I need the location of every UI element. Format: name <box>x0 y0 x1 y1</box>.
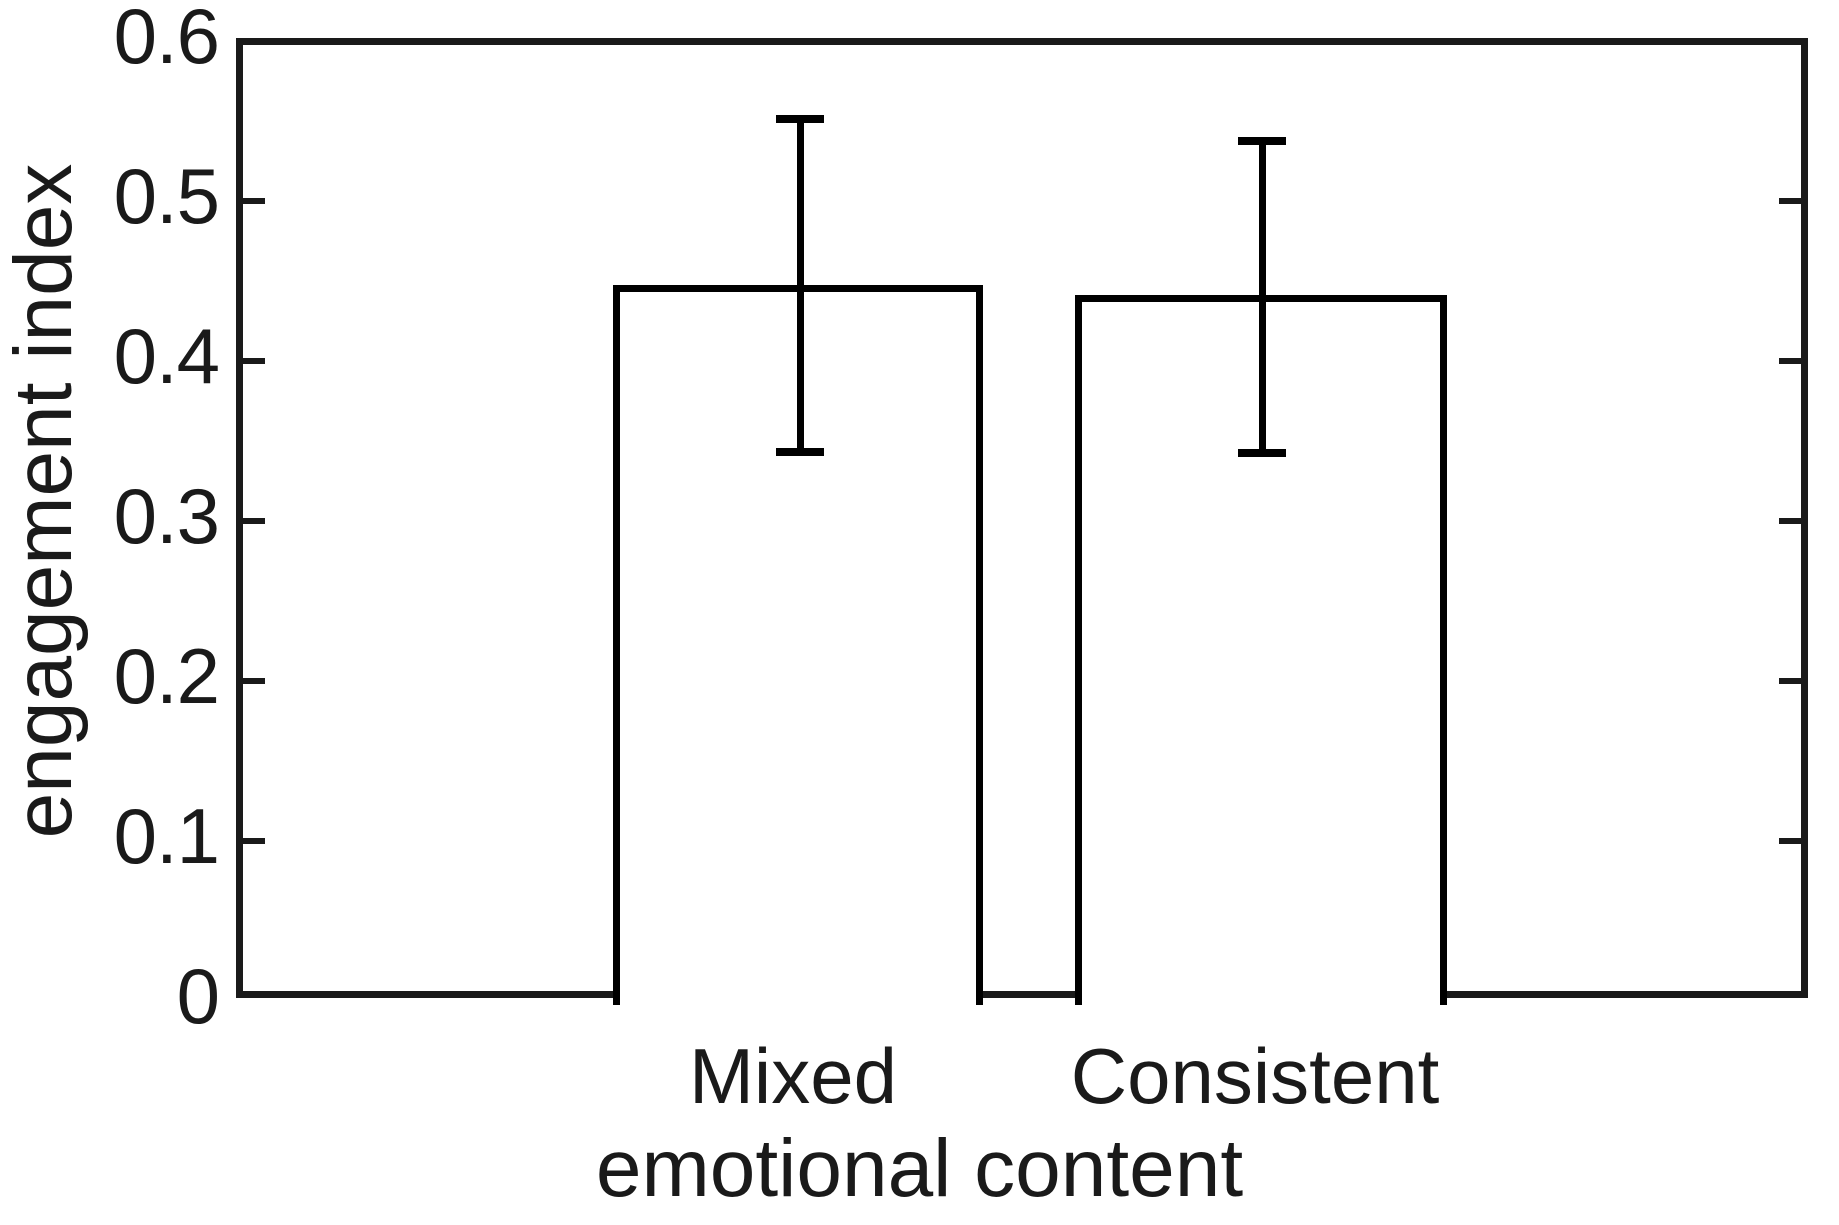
x-category-label-mixed: Mixed <box>688 1032 898 1120</box>
y-tick-mark-0.5-right <box>1779 198 1801 204</box>
y-tick-mark-0.4-left <box>243 358 265 364</box>
y-tick-mark-0.5-left <box>243 198 265 204</box>
y-tick-label-0.2: 0.2 <box>113 632 220 720</box>
y-tick-mark-0.2-right <box>1779 678 1801 684</box>
y-tick-mark-0.1-left <box>243 838 265 844</box>
error-bar-cap-upper-consistent <box>1238 137 1286 145</box>
y-tick-mark-0.3-right <box>1779 518 1801 524</box>
y-tick-label-0.5: 0.5 <box>113 152 220 240</box>
error-bar-line-mixed <box>797 115 804 456</box>
y-tick-label-0.1: 0.1 <box>113 792 220 880</box>
y-tick-mark-0.1-right <box>1779 838 1801 844</box>
y-axis-title: engagement index <box>0 163 89 839</box>
plot-area <box>236 38 1808 1005</box>
y-tick-label-0.6: 0.6 <box>113 0 220 80</box>
y-tick-label-0.4: 0.4 <box>113 312 220 400</box>
x-category-label-consistent: Consistent <box>1070 1032 1440 1120</box>
x-axis-title: emotional content <box>595 1123 1244 1214</box>
error-bar-cap-lower-consistent <box>1238 449 1286 457</box>
error-bar-line-consistent <box>1259 137 1266 457</box>
error-bar-cap-upper-mixed <box>776 115 824 123</box>
y-tick-mark-0.2-left <box>243 678 265 684</box>
y-tick-label-0.3: 0.3 <box>113 472 220 560</box>
error-bar-cap-lower-mixed <box>776 448 824 456</box>
y-tick-mark-0.3-left <box>243 518 265 524</box>
y-tick-label-0: 0 <box>176 952 220 1040</box>
y-tick-mark-0.4-right <box>1779 358 1801 364</box>
